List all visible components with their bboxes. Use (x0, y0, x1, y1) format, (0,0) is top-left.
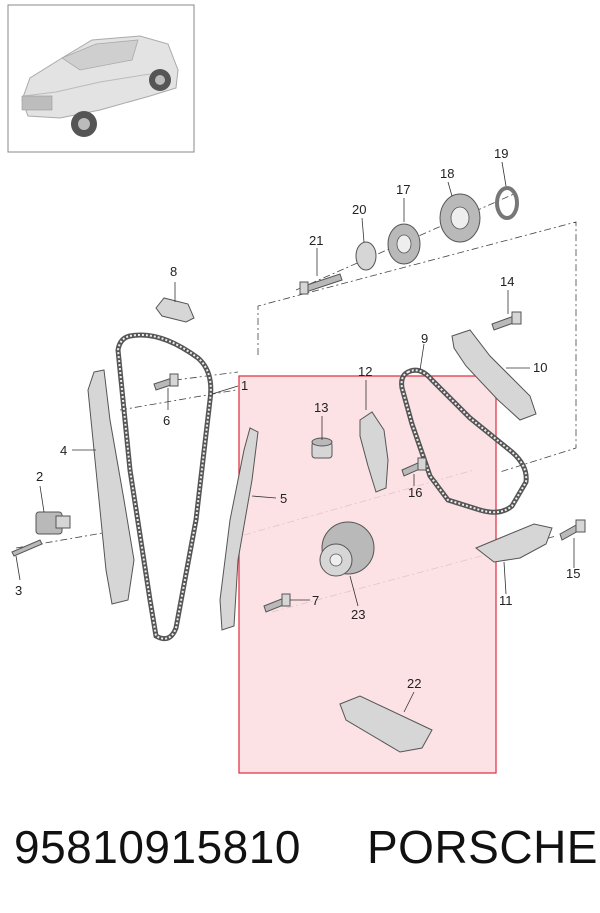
callout-9: 9 (421, 331, 428, 346)
guide-rail-12 (359, 411, 389, 493)
bolt-21 (299, 273, 343, 295)
brand-name: PORSCHE (367, 821, 598, 873)
sleeve-13 (311, 437, 333, 459)
guide-rail-4 (87, 369, 135, 605)
callout-5: 5 (280, 491, 287, 506)
bolt-15 (559, 519, 586, 541)
part-number: 95810915810 (14, 821, 301, 873)
callout-8: 8 (170, 264, 177, 279)
bolt-6 (153, 373, 179, 391)
timing-chain-primary (115, 332, 214, 642)
callout-23: 23 (351, 607, 365, 622)
callout-20: 20 (352, 202, 366, 217)
callout-17: 17 (396, 182, 410, 197)
tensioner-rail-11 (475, 523, 553, 563)
callout-14: 14 (500, 274, 514, 289)
bolt-14 (491, 311, 522, 331)
callout-6: 6 (163, 413, 170, 428)
exploded-parts-diagram: 1 2 3 4 5 6 7 8 9 10 11 12 13 14 15 16 1… (7, 4, 586, 774)
callout-4: 4 (60, 443, 67, 458)
callout-11: 11 (499, 593, 513, 608)
callout-18: 18 (440, 166, 454, 181)
vehicle-thumbnail (7, 4, 195, 153)
callout-1: 1 (241, 378, 248, 393)
footer: 95810915810 PORSCHE (0, 808, 600, 908)
bolt-7 (263, 593, 291, 613)
bolt-16 (401, 457, 427, 477)
leader-lines (15, 161, 575, 713)
sealant-tube-22 (339, 695, 433, 753)
callout-13: 13 (314, 400, 328, 415)
sprocket-18 (439, 193, 481, 243)
slide-8 (155, 297, 195, 323)
callout-7: 7 (312, 593, 319, 608)
callout-22: 22 (407, 676, 421, 691)
callout-2: 2 (36, 469, 43, 484)
callout-12: 12 (358, 364, 372, 379)
callout-21: 21 (309, 233, 323, 248)
callout-16: 16 (408, 485, 422, 500)
washer-20 (355, 241, 377, 271)
guide-rail-5 (219, 427, 259, 631)
seal-ring-19 (495, 186, 519, 220)
bolt-3 (11, 539, 43, 557)
intermediate-gear-23 (319, 521, 375, 577)
callout-19: 19 (494, 146, 508, 161)
guide-rail-10 (451, 329, 537, 421)
callout-15: 15 (566, 566, 580, 581)
timing-chain-secondary (399, 367, 529, 515)
sprocket-17 (387, 223, 421, 265)
callout-labels: 1 2 3 4 5 6 7 8 9 10 11 12 13 14 15 16 1… (15, 146, 580, 691)
chain-tensioner-2 (35, 511, 71, 535)
callout-3: 3 (15, 583, 22, 598)
callout-10: 10 (533, 360, 547, 375)
